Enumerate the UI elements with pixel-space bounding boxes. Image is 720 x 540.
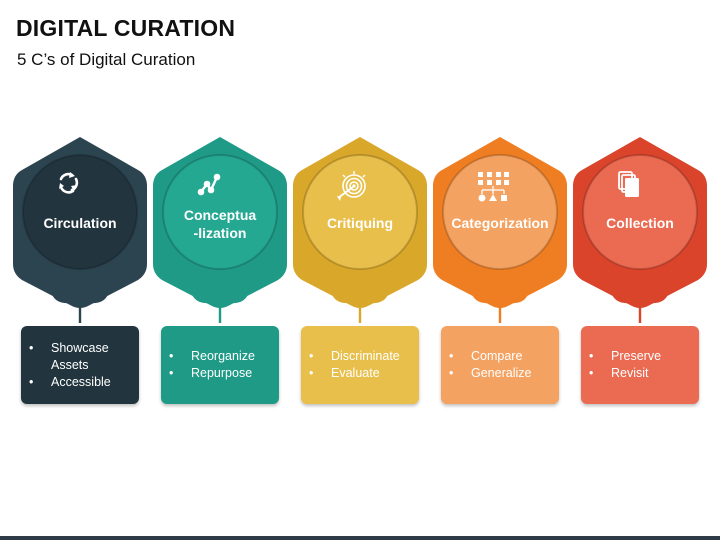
connector-line [330,289,390,323]
target-arrow-icon [335,170,385,210]
item-label-line: Critiquing [326,215,394,231]
bullet-item: Reorganize [169,348,255,365]
item-label: Categorization [446,214,554,232]
bullet-item: Revisit [589,365,661,382]
bullet-item: Repurpose [169,365,255,382]
item-label-line: Collection [606,215,674,231]
item-label-line: Circulation [43,215,117,231]
hexagon-badge-3 [293,137,427,323]
detail-card: CompareGeneralize [441,326,559,404]
detail-card: DiscriminateEvaluate [301,326,419,404]
item-label: Conceptua -lization [166,206,274,242]
item-label: Critiquing [306,214,414,232]
page-subtitle: 5 C’s of Digital Curation [17,50,196,69]
bullet-list: ShowcaseAssetsAccessible [21,340,111,391]
inner-circle [302,154,418,270]
inner-circle [582,154,698,270]
connector-line [470,289,530,323]
item-label-line: -lization [193,225,247,241]
hexagon-badge-2 [153,137,287,323]
hexagon-badge-5 [573,137,707,323]
bullet-list: PreserveRevisit [581,348,661,382]
hierarchy-shapes-icon [475,170,525,210]
curation-item-1: CirculationShowcaseAssetsAccessible [10,0,150,540]
inner-circle [162,154,278,270]
stacked-cards-icon [615,170,665,210]
connector-line [610,289,670,323]
detail-card: PreserveRevisit [581,326,699,404]
item-label: Collection [586,214,694,232]
bottom-bar [0,536,720,540]
item-label: Circulation [26,214,134,232]
page-title: DIGITAL CURATION [16,15,236,41]
curation-item-2: Conceptua -lizationReorganizeRepurpose [150,0,290,540]
bullet-item: Generalize [449,365,532,382]
item-label-line: Categorization [451,215,549,231]
network-nodes-icon [195,170,245,210]
bullet-list: ReorganizeRepurpose [161,348,255,382]
detail-card: ShowcaseAssetsAccessible [21,326,139,404]
inner-circle [442,154,558,270]
curation-item-5: CollectionPreserveRevisit [570,0,710,540]
inner-circle [22,154,138,270]
detail-card: ReorganizeRepurpose [161,326,279,404]
bullet-item: Accessible [29,374,111,391]
connector-line [50,289,110,323]
circular-arrows-icon [55,170,105,210]
hexagon-badge-1 [13,137,147,323]
curation-item-3: CritiquingDiscriminateEvaluate [290,0,430,540]
bullet-list: CompareGeneralize [441,348,532,382]
bullet-item: Showcase [29,340,111,357]
bullet-item: Discriminate [309,348,400,365]
item-label-line: Conceptua [183,207,257,223]
curation-item-4: CategorizationCompareGeneralize [430,0,570,540]
bullet-item: Evaluate [309,365,400,382]
bullet-list: DiscriminateEvaluate [301,348,400,382]
bullet-item: Assets [51,357,89,372]
bullet-item: Compare [449,348,531,365]
hexagon-badge-4 [433,137,567,323]
connector-line [190,289,250,323]
bullet-item: Preserve [589,348,661,365]
